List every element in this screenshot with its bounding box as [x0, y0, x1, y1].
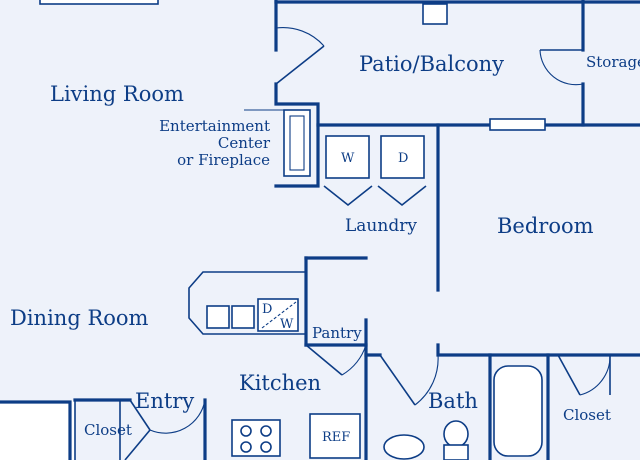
sink-left [206, 305, 230, 329]
bath-sink [383, 434, 425, 460]
label-kitchen: Kitchen [239, 371, 321, 395]
label-laundry: Laundry [345, 216, 417, 236]
kitchen-counter [188, 271, 306, 335]
laundry-door-left [323, 185, 373, 207]
label-dishwasher-w: W [280, 317, 294, 332]
laundry-door-right [377, 185, 427, 207]
label-dryer: D [398, 151, 408, 166]
label-entertainment-3: or Fireplace [177, 151, 270, 169]
label-bedroom: Bedroom [497, 214, 594, 238]
burner-4 [260, 441, 272, 453]
patio-vent [422, 3, 448, 25]
label-living-room: Living Room [50, 82, 184, 106]
burner-3 [240, 441, 252, 453]
outside-area [0, 402, 70, 460]
label-dining-room: Dining Room [10, 306, 149, 330]
entertainment-center [283, 109, 311, 177]
floor-area [0, 0, 640, 400]
label-closet-bedroom: Closet [563, 406, 611, 424]
bathtub [493, 365, 543, 457]
label-refrigerator: REF [322, 430, 350, 445]
label-entry: Entry [135, 389, 194, 413]
sink-right [231, 305, 255, 329]
toilet-tank [443, 444, 469, 460]
label-patio-balcony: Patio/Balcony [359, 52, 504, 76]
entertainment-center-inner [289, 115, 305, 171]
refrigerator [309, 413, 361, 459]
label-dishwasher-d: D [262, 302, 272, 317]
dishwasher-diagonal [261, 301, 297, 329]
bedroom-window [489, 118, 546, 131]
door-swings [74, 27, 611, 460]
dryer [380, 135, 425, 179]
label-entertainment-2: Center [218, 134, 271, 152]
toilet [443, 420, 469, 448]
washer [325, 135, 370, 179]
label-bath: Bath [428, 389, 478, 413]
burner-1 [240, 425, 252, 437]
fixture-labels: W D D W REF [262, 151, 408, 445]
label-washer: W [341, 151, 355, 166]
label-storage: Storage [586, 53, 640, 71]
top-window [39, 0, 159, 5]
dishwasher [257, 298, 299, 332]
label-pantry: Pantry [312, 324, 362, 342]
label-entertainment-1: Entertainment [159, 117, 270, 135]
label-closet-entry: Closet [84, 421, 132, 439]
stove [231, 419, 281, 457]
room-labels: Living Room Patio/Balcony Storage Entert… [10, 52, 640, 439]
burner-2 [260, 425, 272, 437]
